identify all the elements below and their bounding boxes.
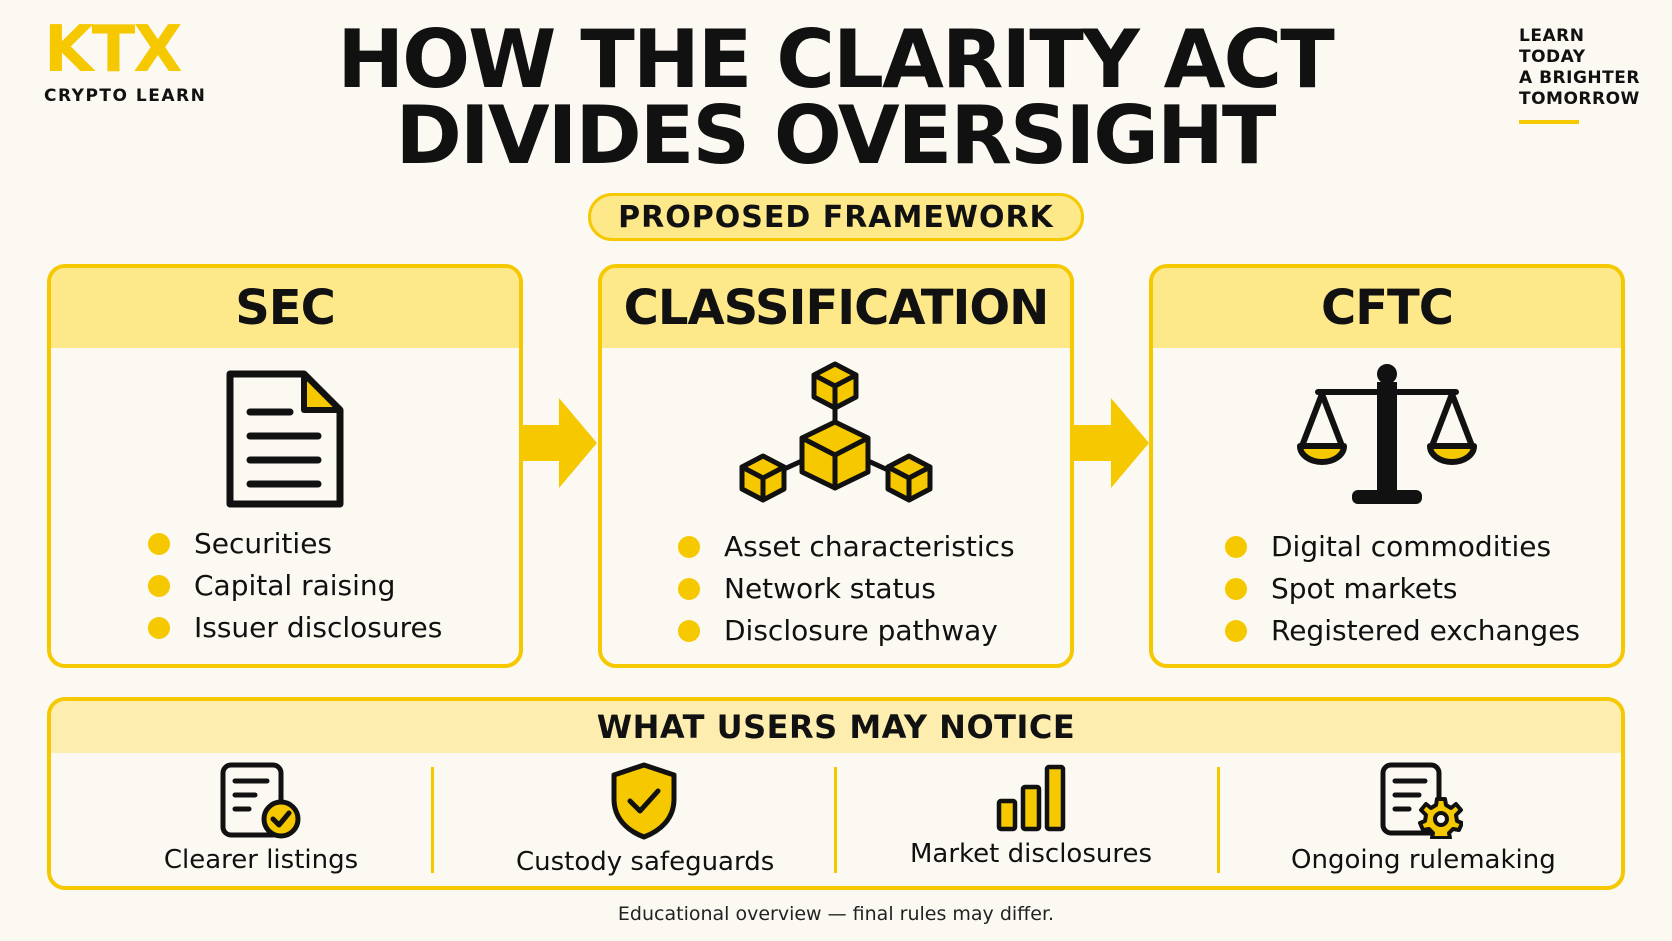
bar-chart-icon — [996, 764, 1066, 832]
shield-check-icon — [611, 762, 677, 840]
bullet-dot — [148, 575, 170, 597]
notice-title: WHAT USERS MAY NOTICE — [51, 701, 1621, 753]
panel-classification: CLASSIFICATION Asset charact — [598, 264, 1074, 668]
divider — [431, 767, 434, 873]
list-item: Issuer disclosures — [148, 607, 442, 649]
tagline-line: A BRIGHTER — [1519, 68, 1640, 88]
brand-logo: KTX — [44, 13, 183, 87]
arrow-right-icon — [519, 398, 597, 488]
panel-cftc: CFTC Digital commodities Spot markets Re… — [1149, 264, 1625, 668]
bullet-dot — [678, 620, 700, 642]
tagline-line: TOMORROW — [1519, 89, 1640, 109]
notice-label: Ongoing rulemaking — [1291, 845, 1556, 875]
list-item: Spot markets — [1225, 568, 1580, 610]
blockchain-cubes-icon — [739, 361, 933, 503]
list-item: Registered exchanges — [1225, 610, 1580, 652]
title-line-1: HOW THE CLARITY ACT — [337, 13, 1335, 106]
document-icon — [226, 370, 344, 508]
footnote: Educational overview — final rules may d… — [617, 903, 1055, 925]
divider — [834, 767, 837, 873]
tagline-underline — [1519, 120, 1579, 124]
bullet-dot — [1225, 578, 1247, 600]
scales-icon — [1297, 364, 1477, 504]
tagline: LEARN TODAY A BRIGHTER TOMORROW — [1519, 26, 1640, 124]
framework-pill: PROPOSED FRAMEWORK — [588, 193, 1084, 241]
panel-sec: SEC Securities Capital raising Issuer di… — [47, 264, 523, 668]
notice-item-ongoing-rulemaking: Ongoing rulemaking — [1291, 761, 1556, 875]
bullet-dot — [678, 578, 700, 600]
divider — [1217, 767, 1220, 873]
bullet-dot — [148, 533, 170, 555]
notice-label: Market disclosures — [909, 839, 1153, 869]
arrow-right-icon — [1071, 398, 1149, 488]
panel-title: SEC — [51, 268, 519, 348]
list-item: Disclosure pathway — [678, 610, 1015, 652]
list-item: Capital raising — [148, 565, 442, 607]
list-item: Asset characteristics — [678, 526, 1015, 568]
list-item: Network status — [678, 568, 1015, 610]
brand-subtitle: CRYPTO LEARN — [44, 86, 207, 106]
bullet-dot — [678, 536, 700, 558]
document-gear-icon — [1380, 762, 1463, 839]
panel-title: CLASSIFICATION — [602, 268, 1070, 348]
list-item: Securities — [148, 523, 442, 565]
sec-list: Securities Capital raising Issuer disclo… — [148, 523, 442, 649]
checklist-icon — [220, 762, 301, 839]
notice-item-clearer-listings: Clearer listings — [161, 761, 361, 875]
notice-panel: WHAT USERS MAY NOTICE Clearer listings C… — [47, 697, 1625, 890]
bullet-dot — [1225, 620, 1247, 642]
title-line-2: DIVIDES OVERSIGHT — [395, 89, 1277, 182]
notice-label: Custody safeguards — [516, 847, 775, 877]
notice-item-market-disclosures: Market disclosures — [901, 761, 1161, 869]
tagline-line: TODAY — [1519, 47, 1586, 67]
classification-list: Asset characteristics Network status Dis… — [678, 526, 1015, 652]
notice-label: Clearer listings — [163, 845, 359, 875]
page-title: HOW THE CLARITY ACT DIVIDES OVERSIGHT — [300, 13, 1370, 182]
list-item: Digital commodities — [1225, 526, 1580, 568]
cftc-list: Digital commodities Spot markets Registe… — [1225, 526, 1580, 652]
bullet-dot — [1225, 536, 1247, 558]
brand: KTX CRYPTO LEARN — [44, 18, 206, 106]
bullet-dot — [148, 617, 170, 639]
panel-title: CFTC — [1153, 268, 1621, 348]
notice-item-custody-safeguards: Custody safeguards — [516, 761, 775, 877]
tagline-line: LEARN — [1519, 26, 1585, 46]
